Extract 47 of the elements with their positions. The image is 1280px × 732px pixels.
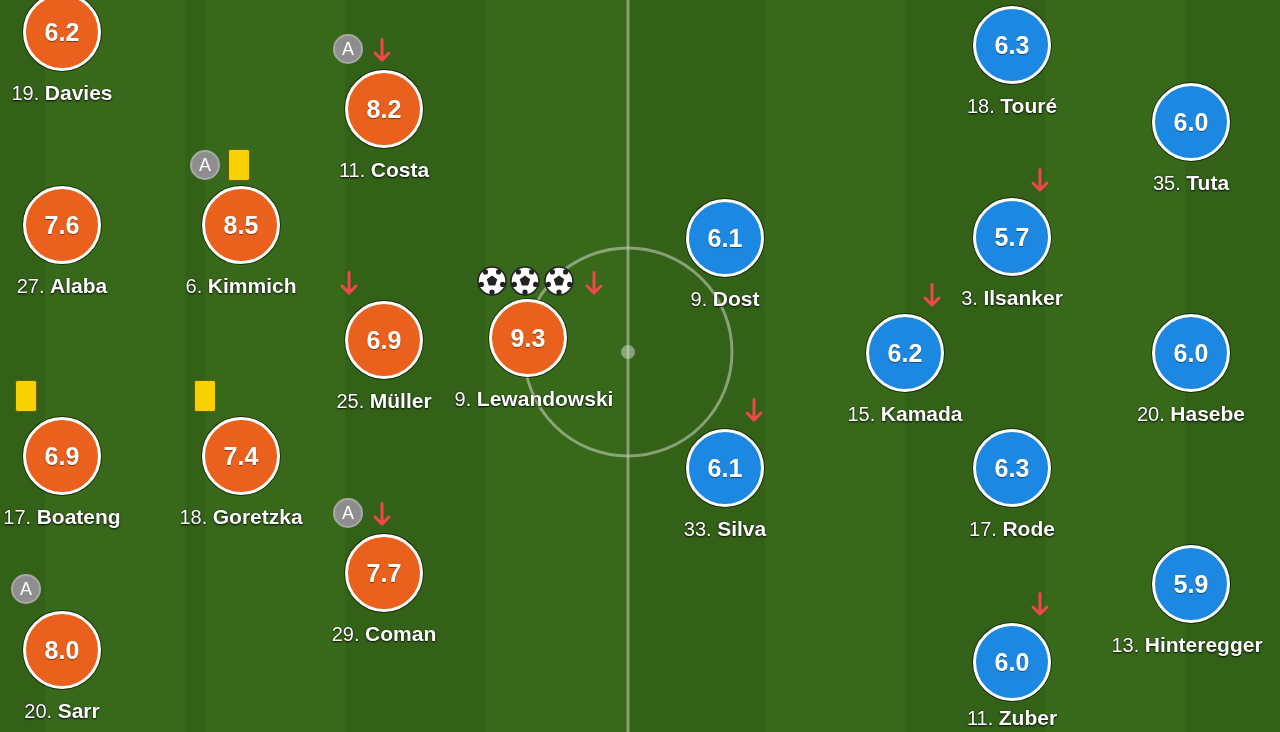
player-rating-circle bbox=[23, 0, 101, 71]
player-name: 20. Hasebe bbox=[1136, 402, 1246, 426]
rating-value: 6.2 bbox=[887, 339, 923, 367]
player-name: 35. Tuta bbox=[1152, 171, 1230, 195]
rating-value: 6.2 bbox=[44, 18, 80, 46]
player-rating-circle bbox=[686, 199, 764, 277]
rating-value: 6.3 bbox=[994, 31, 1030, 59]
player-rating-circle bbox=[686, 429, 764, 507]
assist-marker: A bbox=[190, 150, 220, 180]
player-name: 11. Costa bbox=[338, 158, 430, 182]
player-name: 17. Boateng bbox=[3, 505, 121, 529]
player-name: 13. Hinteregger bbox=[1111, 633, 1263, 657]
rating-value: 6.9 bbox=[44, 442, 80, 470]
player-name: 9. Lewandowski bbox=[454, 387, 614, 411]
player-name: 9. Dost bbox=[690, 287, 760, 311]
assist-marker: A bbox=[11, 574, 41, 604]
rating-value: 9.3 bbox=[510, 324, 546, 352]
rating-value: 5.9 bbox=[1173, 570, 1209, 598]
rating-value: 8.0 bbox=[44, 636, 80, 664]
rating-value: 6.1 bbox=[707, 224, 743, 252]
player-name: 17. Rode bbox=[969, 517, 1055, 541]
player-name: 19. Davies bbox=[11, 81, 113, 105]
player-name: 18. Goretzka bbox=[179, 505, 303, 529]
rating-value: 6.0 bbox=[994, 648, 1030, 676]
player-name: 15. Kamada bbox=[847, 402, 963, 426]
assist-marker: A bbox=[333, 498, 363, 528]
player-name: 18. Touré bbox=[966, 94, 1058, 118]
rating-value: 6.9 bbox=[366, 326, 402, 354]
rating-value: 6.1 bbox=[707, 454, 743, 482]
rating-value: 5.7 bbox=[994, 223, 1030, 251]
rating-value: 7.7 bbox=[366, 559, 402, 587]
rating-value: 6.0 bbox=[1173, 108, 1209, 136]
player-name: 29. Coman bbox=[331, 622, 437, 646]
player-name: 33. Silva bbox=[683, 517, 767, 541]
rating-value: 7.4 bbox=[223, 442, 259, 470]
rating-value: 6.3 bbox=[994, 454, 1030, 482]
assist-marker: A bbox=[333, 34, 363, 64]
player-name: 6. Kimmich bbox=[185, 274, 297, 298]
rating-value: 8.2 bbox=[366, 95, 402, 123]
rating-value: 7.6 bbox=[44, 211, 80, 239]
player-name: 11. Zuber bbox=[966, 706, 1058, 730]
player-name: 25. Müller bbox=[336, 389, 432, 413]
player-name: 27. Alaba bbox=[16, 274, 108, 298]
player-name: 3. Ilsanker bbox=[961, 286, 1063, 310]
rating-value: 6.0 bbox=[1173, 339, 1209, 367]
player-name: 20. Sarr bbox=[24, 699, 100, 723]
rating-value: 8.5 bbox=[223, 211, 259, 239]
